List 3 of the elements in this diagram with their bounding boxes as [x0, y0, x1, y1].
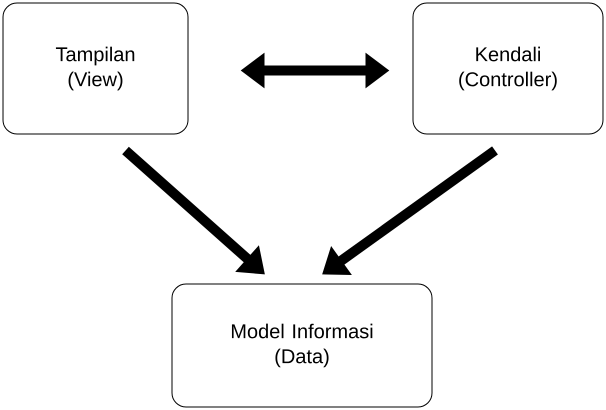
process-box: Kendali (Controller) — [412, 2, 604, 134]
process-box: Tampilan (View) — [2, 2, 188, 134]
process-box: Model Informasi (Data) — [172, 284, 432, 408]
